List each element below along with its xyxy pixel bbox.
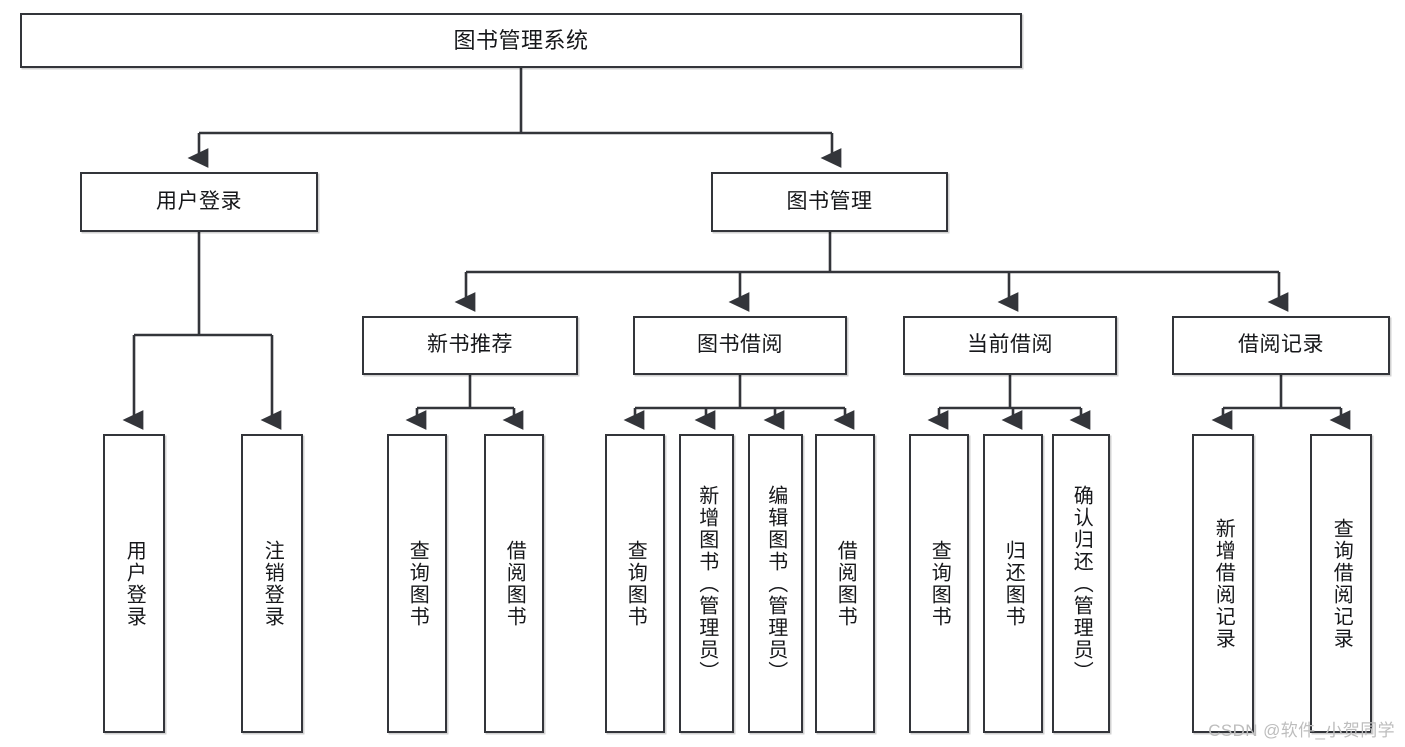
node-book-borrow-label: 图书借阅 (697, 333, 783, 357)
node-leaf-query-book-3[interactable]: 查询图书 (909, 434, 969, 733)
node-leaf-logout-login-label: 注销登录 (261, 539, 284, 628)
node-leaf-query-book-1-label: 查询图书 (406, 539, 429, 628)
node-leaf-confirm-return[interactable]: 确认归还（管理员） (1052, 434, 1110, 733)
node-leaf-return-book[interactable]: 归还图书 (983, 434, 1043, 733)
node-leaf-user-login-label: 用户登录 (123, 539, 146, 628)
node-book-manage-label: 图书管理 (786, 189, 873, 213)
node-leaf-query-book-2-label: 查询图书 (624, 539, 647, 628)
node-leaf-logout-login[interactable]: 注销登录 (241, 434, 303, 733)
node-borrow-record[interactable]: 借阅记录 (1172, 316, 1390, 375)
node-book-borrow[interactable]: 图书借阅 (633, 316, 847, 375)
node-leaf-return-book-label: 归还图书 (1002, 539, 1025, 628)
node-leaf-query-book-2[interactable]: 查询图书 (605, 434, 665, 733)
node-leaf-query-record[interactable]: 查询借阅记录 (1310, 434, 1372, 733)
node-leaf-query-book-1[interactable]: 查询图书 (387, 434, 447, 733)
node-root[interactable]: 图书管理系统 (20, 13, 1022, 68)
node-user-login[interactable]: 用户登录 (80, 172, 318, 232)
node-borrow-record-label: 借阅记录 (1238, 333, 1324, 357)
node-leaf-edit-book[interactable]: 编辑图书（管理员） (748, 434, 803, 733)
node-leaf-confirm-return-label: 确认归还（管理员） (1070, 484, 1093, 683)
node-leaf-query-book-3-label: 查询图书 (928, 539, 951, 628)
node-leaf-edit-book-label: 编辑图书（管理员） (764, 484, 787, 683)
node-new-book-recommend[interactable]: 新书推荐 (362, 316, 578, 375)
node-user-login-label: 用户登录 (156, 189, 242, 213)
node-new-book-recommend-label: 新书推荐 (427, 333, 513, 357)
node-current-borrow-label: 当前借阅 (967, 333, 1053, 357)
node-leaf-add-record[interactable]: 新增借阅记录 (1192, 434, 1254, 733)
node-leaf-borrow-book-2-label: 借阅图书 (834, 539, 857, 628)
watermark-text: CSDN @软件_小贺同学 (1208, 721, 1395, 740)
node-leaf-borrow-book-2[interactable]: 借阅图书 (815, 434, 875, 733)
node-book-manage[interactable]: 图书管理 (711, 172, 948, 232)
node-leaf-add-book[interactable]: 新增图书（管理员） (679, 434, 734, 733)
node-current-borrow[interactable]: 当前借阅 (903, 316, 1117, 375)
node-root-label: 图书管理系统 (453, 27, 589, 53)
node-leaf-borrow-book-1-label: 借阅图书 (503, 539, 526, 628)
node-leaf-borrow-book-1[interactable]: 借阅图书 (484, 434, 544, 733)
node-leaf-add-record-label: 新增借阅记录 (1212, 517, 1235, 650)
node-leaf-add-book-label: 新增图书（管理员） (695, 484, 718, 683)
node-leaf-user-login[interactable]: 用户登录 (103, 434, 165, 733)
node-leaf-query-record-label: 查询借阅记录 (1330, 517, 1353, 650)
